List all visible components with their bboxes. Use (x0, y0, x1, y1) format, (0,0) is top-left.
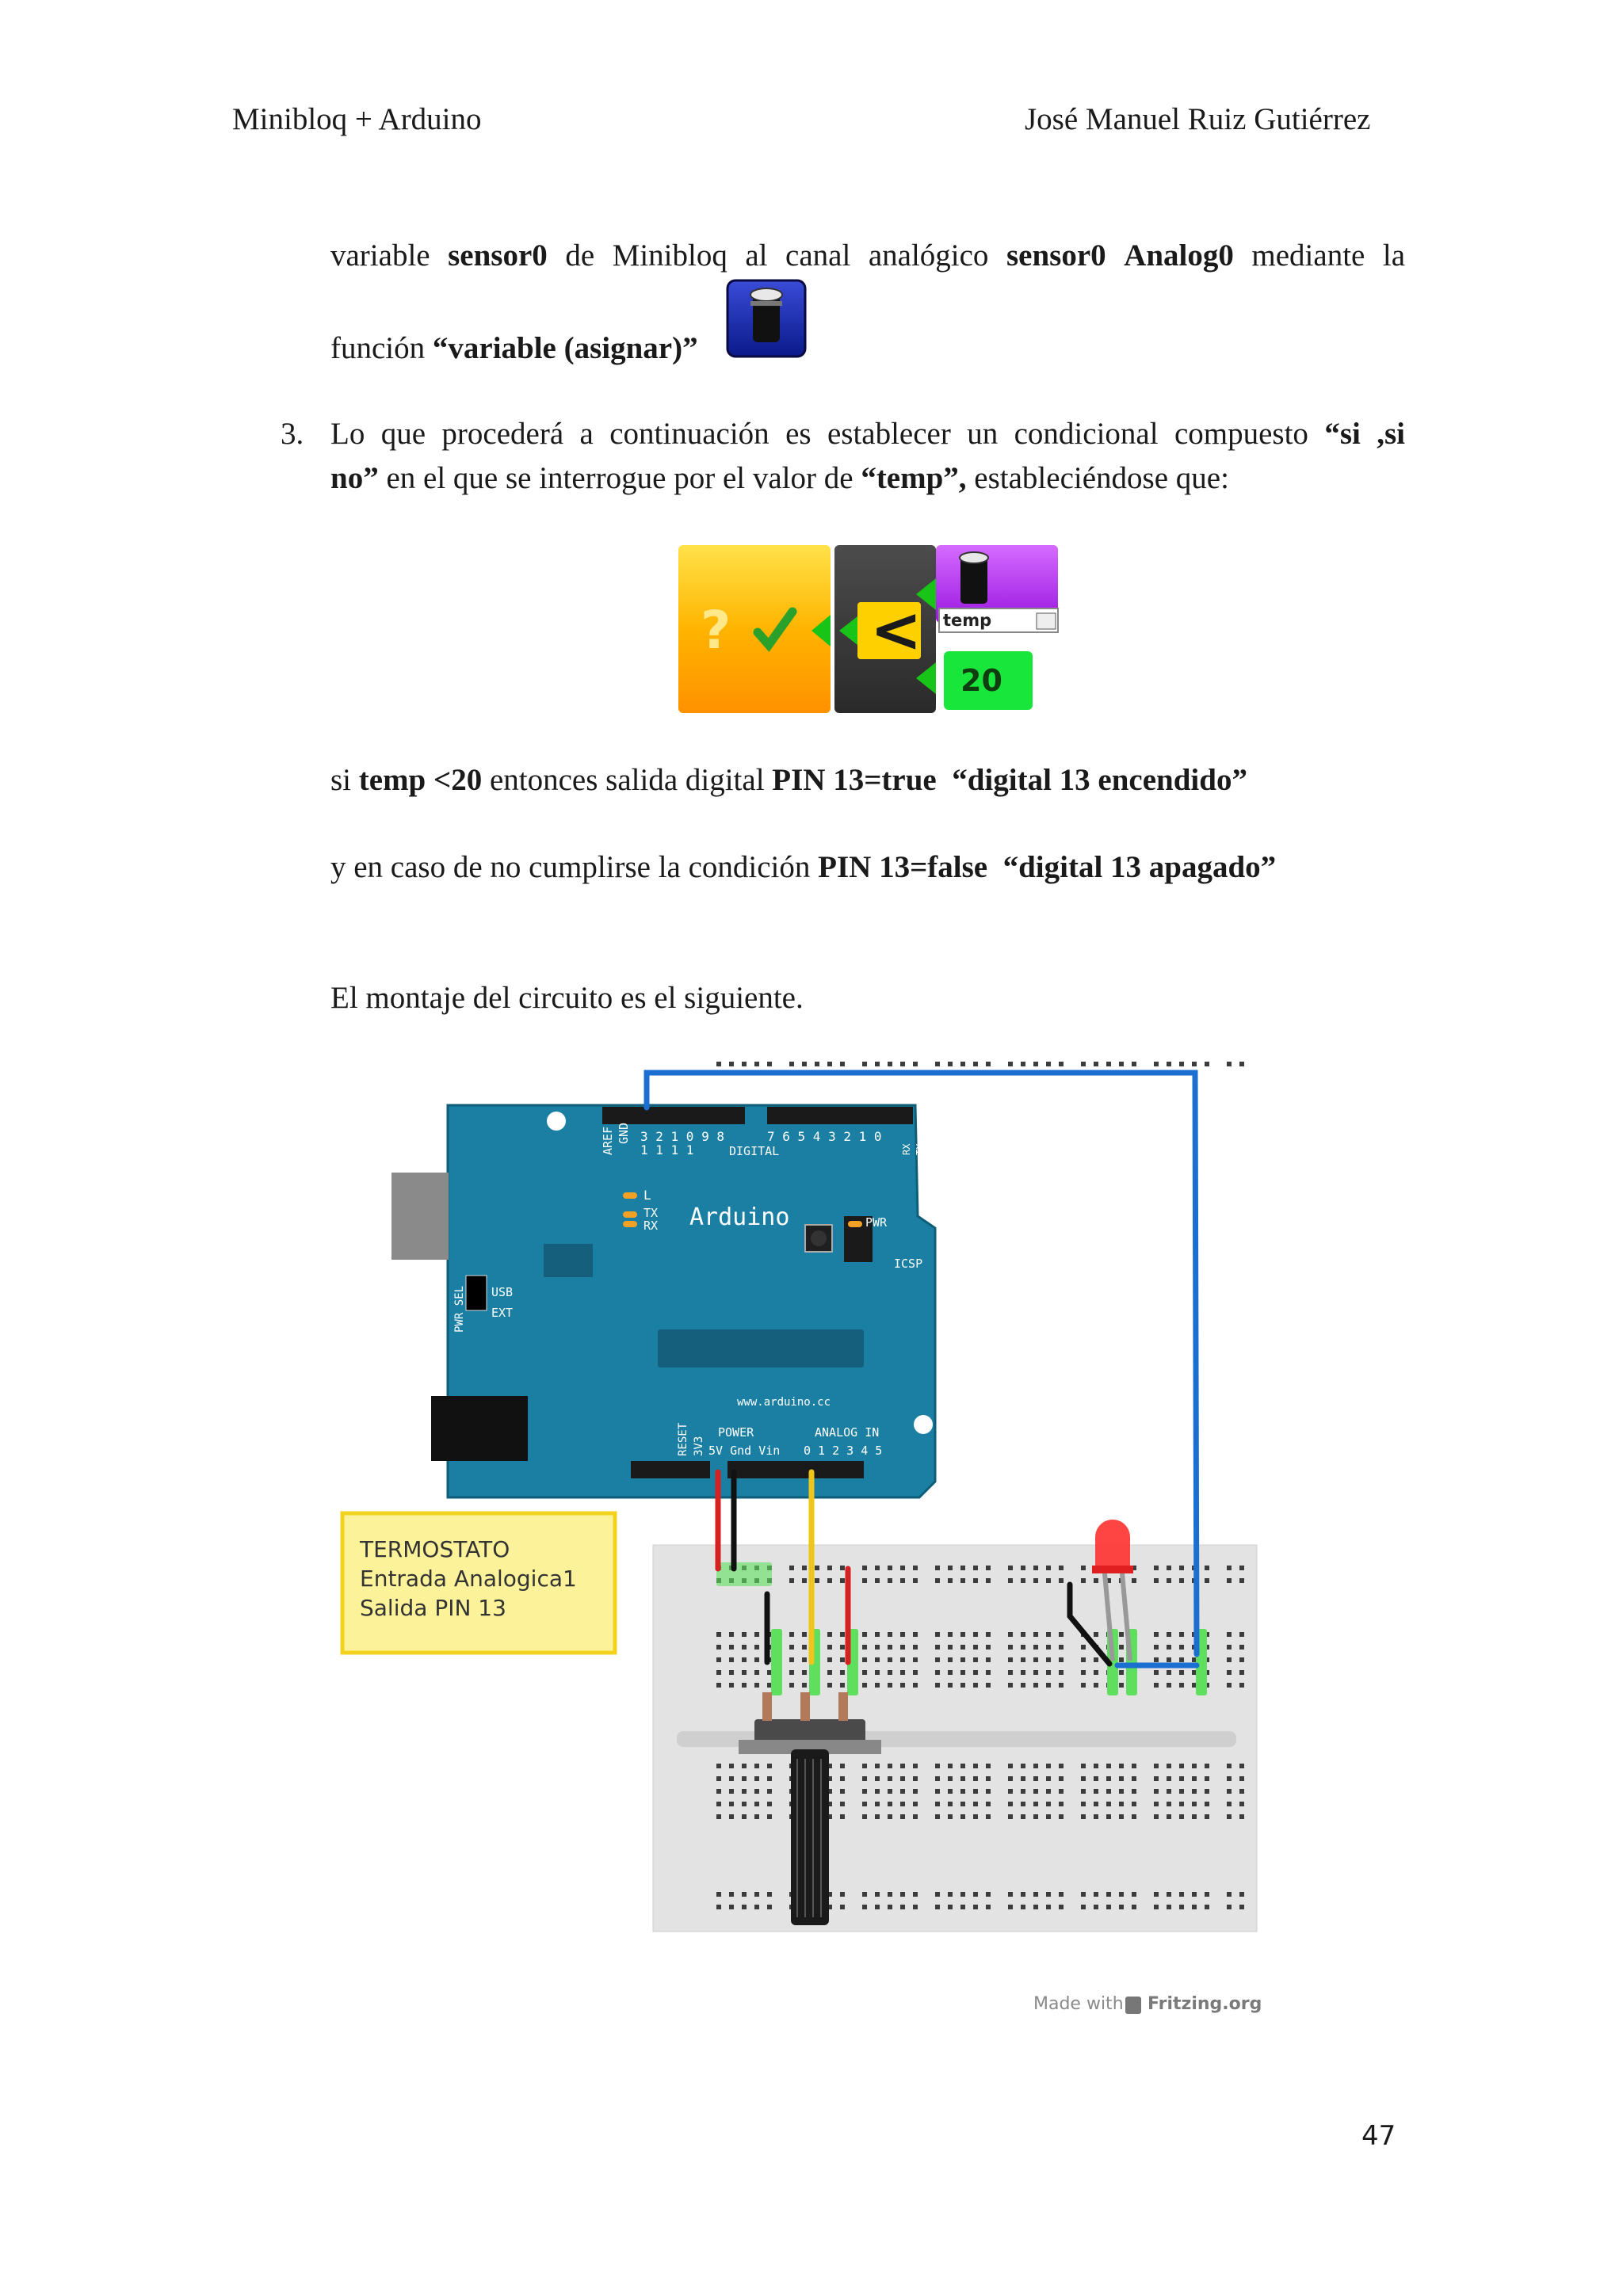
circuit-diagram: AREF GND 3 2 1 0 9 8 1 1 1 1 DIGITAL 7 6… (340, 1062, 1262, 2014)
paragraph-false: y en caso de no cumplirse la condición P… (330, 845, 1276, 890)
list-number: 3. (281, 417, 304, 451)
red-led (1092, 1520, 1133, 1661)
label-power-pins: 5V Gnd Vin (708, 1444, 780, 1458)
label-usb: USB (491, 1285, 513, 1299)
text: función (330, 331, 426, 365)
label-reset: RESET (677, 1422, 689, 1456)
wire-led-gnd (1067, 1581, 1113, 1667)
label-tx-led: TX (643, 1206, 658, 1220)
made-with-label: Made with (1033, 1994, 1124, 2014)
bold-text: Analog0 (1124, 238, 1234, 273)
wire-pin13 (643, 1070, 1200, 1657)
text: entonces salida digital (489, 763, 765, 797)
text: de Minibloq al canal analógico (565, 238, 989, 273)
label-aref: AREF (601, 1127, 615, 1155)
minibloq-if-block: ? < temp 20 (678, 545, 1059, 713)
text: estableciéndose que: (974, 461, 1229, 495)
paragraph-montaje: El montaje del circuito es el siguiente. (330, 981, 804, 1015)
question-mark: ? (701, 600, 731, 661)
label-analog-pins: 0 1 2 3 4 5 (804, 1444, 882, 1458)
paragraph-true: si temp <20 entonces salida digital PIN … (330, 758, 1247, 803)
wires (643, 1070, 1200, 1669)
text: Lo que procederá a continuación es estab… (330, 417, 1308, 451)
bold-text: “variable (asignar)” (432, 331, 698, 365)
bold-text: sensor0 (1006, 238, 1106, 273)
text: en el que se interrogue por el valor de (386, 461, 854, 495)
digital-header-1 (602, 1107, 745, 1124)
connector-arrow (812, 615, 831, 646)
check-icon (753, 607, 797, 652)
arduino-board (446, 1104, 937, 1499)
label-pwr: PWR (865, 1215, 888, 1230)
running-header-right: José Manuel Ruiz Gutiérrez (1025, 102, 1371, 136)
list-item-line-1: Lo que procederá a continuación es estab… (330, 412, 1405, 456)
label-analog-in: ANALOG IN (815, 1425, 879, 1440)
analog-header (727, 1461, 864, 1478)
potentiometer-knob (791, 1749, 829, 1925)
label-digital: DIGITAL (729, 1144, 779, 1158)
bold-text: temp <20 (358, 763, 483, 797)
label-rx: RX (901, 1143, 912, 1155)
label-pins-top: 3 2 1 0 9 8 (640, 1129, 724, 1144)
note-line-2: Entrada Analogica1 (360, 1566, 577, 1592)
number-block (944, 651, 1033, 710)
label-l: L (643, 1188, 651, 1203)
text: si (330, 763, 352, 797)
note-line-3: Salida PIN 13 (360, 1595, 506, 1621)
number-value: 20 (960, 663, 1002, 698)
label-pins-top2: 1 1 1 1 (640, 1142, 693, 1158)
paragraph-variable: variable sensor0 de Minibloq al canal an… (330, 234, 1405, 278)
bold-text: “digital 13 encendido” (952, 763, 1247, 797)
running-header-left: Minibloq + Arduino (232, 102, 482, 136)
if-block-body (678, 545, 831, 713)
sticky-note (340, 1511, 617, 1655)
list-item-line-2: no” en el que se interrogue por el valor… (330, 456, 1229, 501)
power-header (631, 1461, 710, 1478)
variable-name: temp (943, 611, 991, 630)
page-number: 47 (1361, 2120, 1396, 2152)
fritzing-logo-icon (1125, 1997, 1141, 2014)
label-board-name: Arduino (689, 1203, 789, 1231)
bold-text: PIN 13=false (818, 850, 988, 884)
bold-text: PIN 13=true (772, 763, 937, 797)
label-gnd: GND (617, 1123, 631, 1144)
label-ext: EXT (491, 1306, 513, 1320)
label-rx-led: RX (643, 1219, 658, 1233)
variable-block-icon (726, 279, 807, 358)
bold-text: “si ,si (1324, 417, 1406, 451)
power-jack (431, 1396, 528, 1461)
label-pins-right: 7 6 5 4 3 2 1 0 (767, 1129, 882, 1144)
bold-text: “temp”, (861, 461, 967, 495)
bold-text: sensor0 (448, 238, 548, 273)
label-icsp: ICSP (894, 1257, 922, 1271)
usb-connector (391, 1173, 449, 1260)
digital-header-2 (767, 1107, 913, 1124)
text: y en caso de no cumplirse la condición (330, 850, 811, 884)
text: variable (330, 238, 430, 273)
label-3v3: 3V3 (693, 1436, 705, 1456)
label-tx: TX (915, 1143, 926, 1155)
label-pwr-sel: PWR SEL (453, 1286, 466, 1333)
text: mediante la (1251, 238, 1406, 273)
potentiometer-body (754, 1719, 865, 1746)
bold-text: no” (330, 461, 379, 495)
fritzing-label: Fritzing.org (1148, 1994, 1262, 2014)
label-power: POWER (718, 1425, 754, 1440)
paragraph-function-line: función “variable (asignar)” (330, 326, 698, 371)
note-line-1: TERMOSTATO (359, 1536, 510, 1562)
breadboard-holes (716, 1062, 1244, 1909)
compare-operator: < (870, 595, 922, 666)
label-www: www.arduino.cc (737, 1396, 831, 1409)
bold-text: “digital 13 apagado” (1002, 850, 1277, 884)
